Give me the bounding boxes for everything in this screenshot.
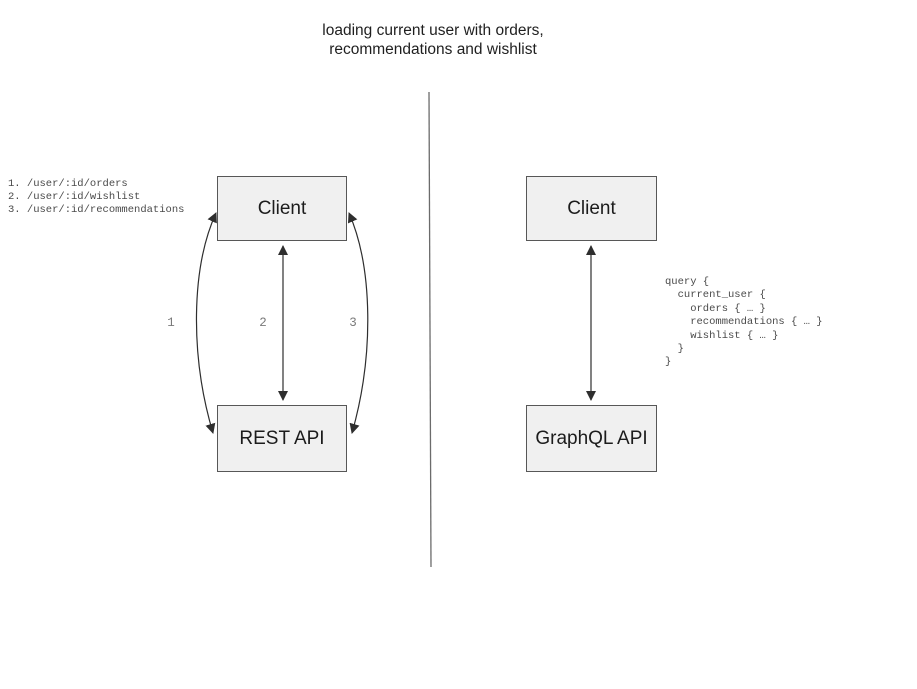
arrow-label-2: 2 [259,316,267,330]
graphql-api-label: GraphQL API [535,427,648,449]
graphql-api-box: GraphQL API [526,405,657,472]
rest-curve-arrow-1 [195,212,217,434]
arrow-label-1: 1 [167,316,175,330]
rest-client-label: Client [257,197,307,219]
graphql-client-label: Client [567,197,616,219]
rest-api-label: REST API [239,427,325,449]
rest-client-box: Client [217,176,347,241]
rest-api-box: REST API [217,405,347,472]
rest-endpoints-list: 1. /user/:id/orders 2. /user/:id/wishlis… [8,178,185,216]
rest-curve-arrow-3 [347,212,369,434]
graphql-query-code: query { current_user { orders { … } reco… [665,276,823,369]
divider-line [428,91,432,568]
arrow-label-3: 3 [349,316,357,330]
diagram-title: loading current user with orders, recomm… [322,22,544,58]
graphql-client-box: Client [526,176,657,241]
